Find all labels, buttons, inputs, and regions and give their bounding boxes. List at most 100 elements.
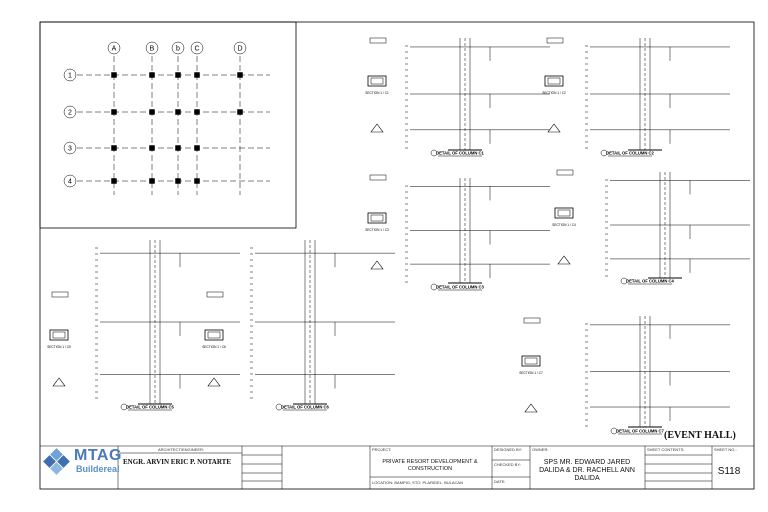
detail-marker [430,283,438,291]
engineer-name: ENGR. ARVIN ERIC P. NOTARTE [122,458,232,466]
date-label: DATE: [494,479,506,484]
tag-box [206,291,224,298]
north-arrow-icon [524,403,538,413]
column-mark [149,145,155,151]
column-details: DETAIL OF COLUMN C1 SECTION 1 / C1 DETAIL … [47,37,750,435]
detail-title: DETAIL OF COLUMN C7 [616,429,664,434]
section-label: SECTION 1 / C3 [365,228,389,232]
north-arrow-icon [370,123,384,133]
section-core [52,331,66,339]
section-label: SECTION 1 / C4 [552,223,576,227]
grid-label-row: 1 [68,73,72,80]
tag-box [546,37,564,44]
detail-marker [620,277,628,285]
column-mark [194,109,200,115]
section-symbol [544,75,564,87]
grid-label-col: D [237,46,242,53]
grid-bubble-col [145,41,159,55]
section-core [207,331,221,339]
company-logo [43,448,70,475]
column-mark [194,145,200,151]
column-mark [111,178,117,184]
project-name: PRIVATE RESORT DEVELOPMENT & CONSTRUCTIO… [382,459,478,472]
event-hall-label: (EVENT HALL) [664,430,736,441]
column-mark [149,109,155,115]
detail-marker [600,149,608,157]
column-detail: DETAIL OF COLUMN C6 SECTION 1 / C6 [202,240,395,411]
section-core [524,357,538,365]
detail-marker [120,403,128,411]
detail-marker [430,149,438,157]
north-arrow-icon [52,377,66,387]
grid-bubble-row [63,141,77,155]
detail-title: DETAIL OF COLUMN C5 [126,405,174,410]
grid-bubble-col [233,41,247,55]
owner-name: SPS MR. EDWARD JARED DALIDA & DR. RACHEL… [539,459,635,482]
sheet-no-label: SHEET NO.: [714,447,737,452]
tag-box [523,317,541,324]
detail-title: DETAIL OF COLUMN C3 [436,285,484,290]
detail-title: DETAIL OF COLUMN C4 [626,279,674,284]
section-core [370,214,384,222]
column-mark [149,178,155,184]
column-mark [194,178,200,184]
section-label: SECTION 1 / C1 [365,91,389,95]
tag-box [369,174,387,181]
section-symbol [204,329,224,341]
grid-label-col: b [176,46,180,53]
grid-label-col: B [150,46,155,53]
section-symbol [521,355,541,367]
owner-label: OWNER: [532,447,549,452]
grid-label-row: 3 [68,146,72,153]
grid-bubble-col [107,41,121,55]
title-block-lines [40,445,754,489]
column-mark [237,72,243,78]
detail-title: DETAIL OF COLUMN C6 [281,405,329,410]
column-mark [194,72,200,78]
checked-label: CHECKED BY: [494,462,521,467]
tag-box [556,169,574,176]
column-mark [111,72,117,78]
north-arrow-icon [557,255,571,265]
grid-label-col: C [194,46,199,53]
company-name: MTAG Buildereal [74,447,122,475]
section-core [547,77,561,85]
detail-marker [610,427,618,435]
column-mark [175,72,181,78]
column-mark [111,109,117,115]
grid-label-col: A [112,46,117,53]
grid-label-row: 4 [68,179,72,186]
detail-marker [275,403,283,411]
detail-title: DETAIL OF COLUMN C1 [436,151,484,156]
section-label: SECTION 1 / C2 [542,91,566,95]
section-symbol [49,329,69,341]
column-detail: DETAIL OF COLUMN C4 SECTION 1 / C4 [552,169,750,285]
grid-bubble-col [171,41,185,55]
grid-label-row: 2 [68,110,72,117]
section-symbol [554,207,574,219]
section-label: SECTION 1 / C7 [519,371,543,375]
section-label: SECTION 1 / C6 [202,345,226,349]
company-name-main: MTAG [74,447,122,464]
column-mark [111,145,117,151]
company-name-sub: Buildereal [76,464,120,474]
grid-bubble-col [190,41,204,55]
column-detail: DETAIL OF COLUMN C7 SECTION 1 / C7 [519,316,730,435]
column-mark [175,178,181,184]
section-symbol [367,75,387,87]
grid-bubble-row [63,68,77,82]
grid-bubble-row [63,105,77,119]
project-label: PROJECT: [372,447,392,452]
grid-bubble-row [63,174,77,188]
section-core [557,209,571,217]
sheet-border [39,21,755,490]
north-arrow-icon [547,123,561,133]
key-plan-frame [39,21,297,229]
sheet-number: S118 [717,466,741,477]
north-arrow-icon [207,377,221,387]
location-text: LOCATION: BAMPIG, STO. PLARIDEL, BULACAN [372,480,463,485]
detail-title: DETAIL OF COLUMN C2 [606,151,654,156]
